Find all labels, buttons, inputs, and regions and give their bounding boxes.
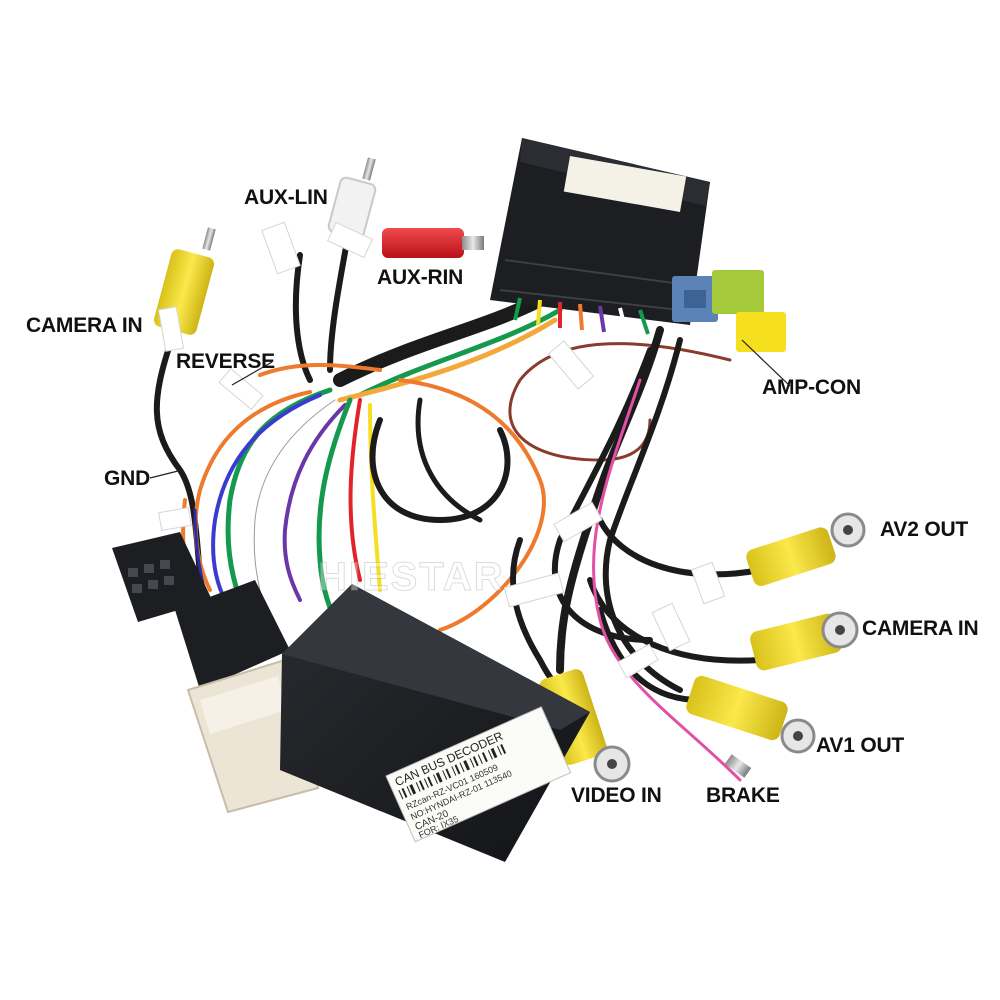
iso-connector-black <box>112 532 212 622</box>
decoder-barcode <box>398 744 507 800</box>
amp-con-label: AMP-CON <box>762 376 861 399</box>
wire-bundle <box>153 222 763 782</box>
aux-lin-rca-plug <box>327 157 377 240</box>
av2-out-rca-jack <box>746 512 866 586</box>
av2-out-label: AV2 OUT <box>880 518 969 541</box>
watermark: HIESTAR <box>318 555 505 599</box>
can-bus-decoder-box: CAN BUS DECODER <box>280 584 590 862</box>
av1-out-label: AV1 OUT <box>816 734 905 757</box>
brake-label: BRAKE <box>706 784 780 807</box>
main-harness-connector <box>490 138 710 335</box>
wire-tags <box>157 221 726 679</box>
reverse-label: REVERSE <box>176 350 275 373</box>
camera-in-left-label: CAMERA IN <box>26 314 143 337</box>
amp-con-connector <box>672 270 786 352</box>
video-in-label: VIDEO IN <box>571 784 662 807</box>
aux-lin-label: AUX-LIN <box>244 186 328 209</box>
brake-terminal <box>724 754 752 778</box>
gnd-label: GND <box>104 467 151 490</box>
aux-rin-label: AUX-RIN <box>377 266 464 289</box>
av1-out-rca-jack <box>686 675 816 754</box>
callout-leaders <box>149 339 791 479</box>
camera-in-right-label: CAMERA IN <box>862 617 979 640</box>
iso-connector-black-2 <box>175 580 290 690</box>
camera-in-right-rca-jack <box>750 611 859 671</box>
aux-rin-rca-plug <box>382 228 484 258</box>
